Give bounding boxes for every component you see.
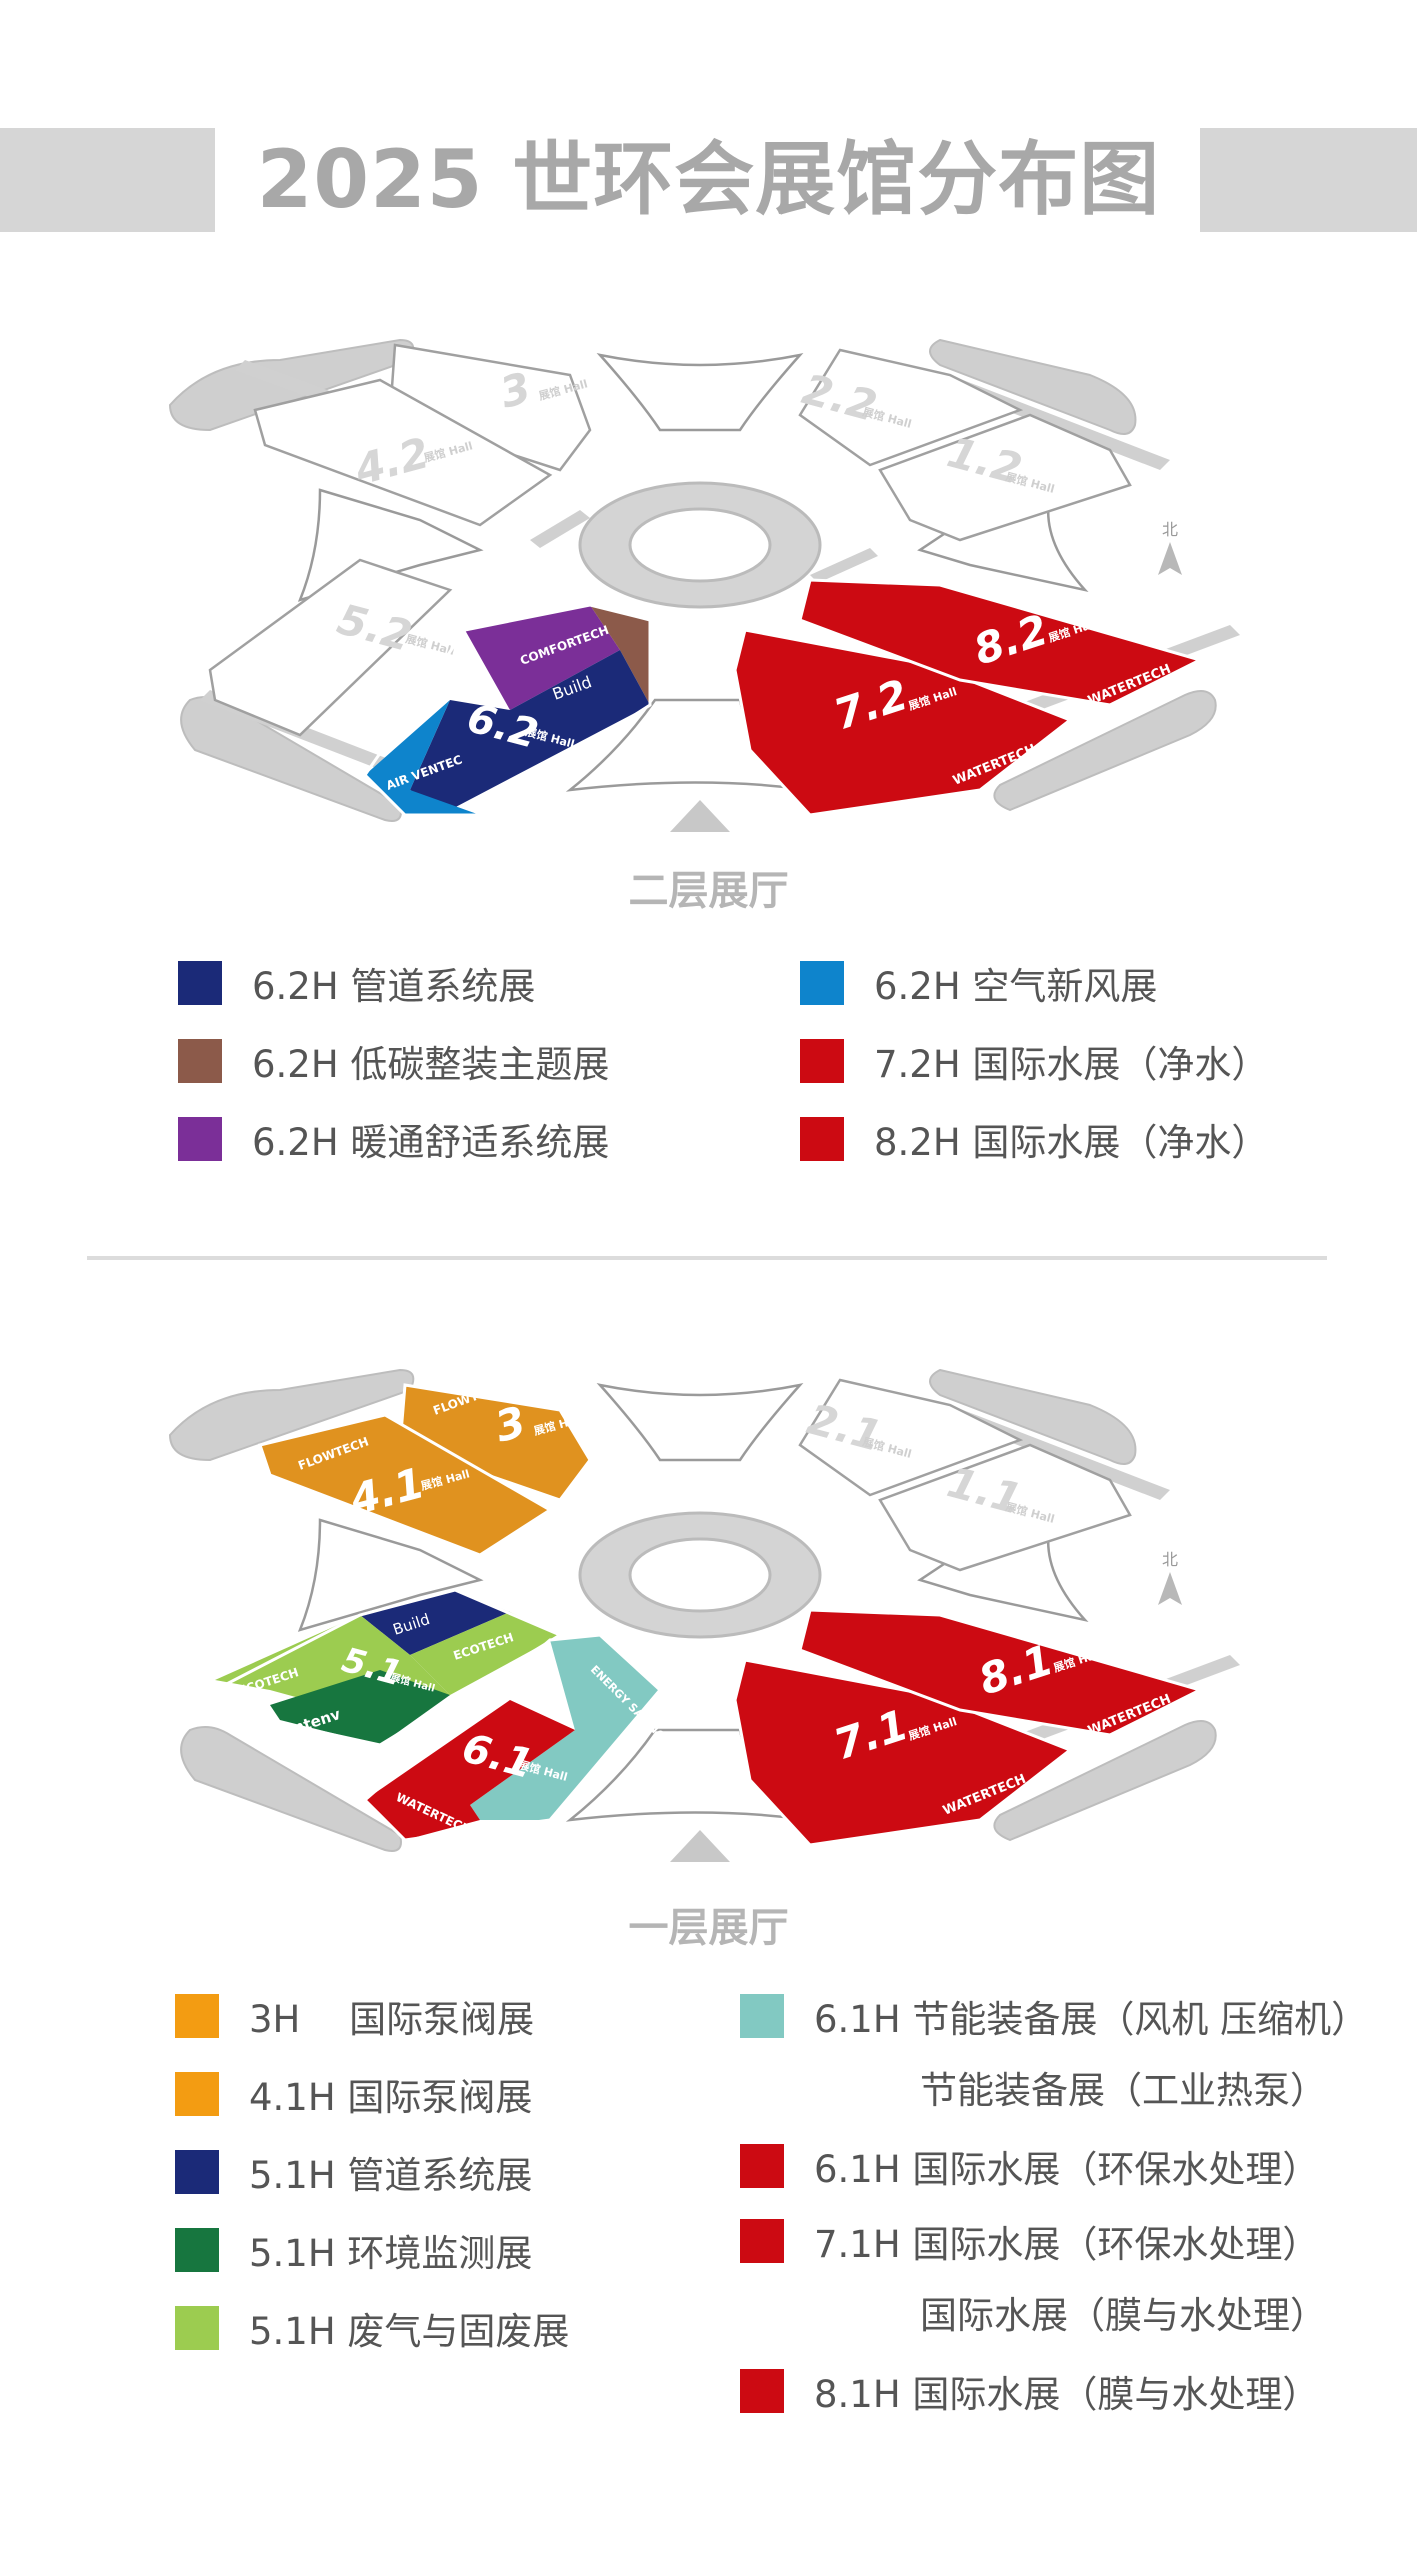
- hall-6-2-comfort-zone: [465, 605, 620, 710]
- floor1-right-legend-swatch: [740, 2219, 784, 2263]
- floor1-right-legend-item: 6.1H 节能装备展（风机 压缩机）: [740, 1993, 1368, 2041]
- floor1-left-legend-label: 4.1H 国际泵阀展: [249, 2076, 533, 2119]
- hall-5-2-outline: [208, 558, 453, 737]
- hall-5-1-env-zone: [270, 1670, 450, 1745]
- floor1-left-legend-label: 5.1H 废气与固废展: [249, 2310, 570, 2353]
- floor1-left-legend-swatch: [175, 2228, 219, 2272]
- hall-4-1-zone: [258, 1413, 553, 1557]
- entrance-arrow-icon: [670, 1830, 730, 1862]
- hall-8-2-zone: [798, 578, 1205, 707]
- north-arrow-icon: [1158, 542, 1182, 575]
- walkway-ne: [929, 338, 1137, 435]
- floor1-left-legend-item: 5.1H 废气与固废展: [175, 2305, 569, 2353]
- central-plaza-core: [628, 1537, 772, 1613]
- title-bar-left: [0, 128, 215, 232]
- hall-5-1-eco-zone-right: [410, 1612, 560, 1695]
- hall-6-2-lowcarbon-zone: [590, 605, 650, 705]
- hall-8-1-zone: [798, 1608, 1205, 1737]
- floor2-left-legend-label: 6.2H 暖通舒适系统展: [252, 1121, 610, 1164]
- floor1-right-legend-item: 8.1H 国际水展（膜与水处理）: [740, 2368, 1319, 2416]
- floor2-right-legend-swatch: [800, 1039, 844, 1083]
- floor1-left-legend-item: 5.1H 环境监测展: [175, 2227, 532, 2275]
- walkway-se: [993, 690, 1217, 812]
- hall-6-1-energy-zone: [470, 1635, 660, 1820]
- floor2-left-legend-item: 6.2H 暖通舒适系统展: [178, 1116, 609, 1164]
- floor2-left-legend-swatch: [178, 1039, 222, 1083]
- hall-6-1-outline: [362, 1633, 663, 1842]
- floor1-left-legend-swatch: [175, 1994, 219, 2038]
- floor2-map: 3 展馆 Hall 4.2 展馆 Hall 2.2 展馆 Hall 1.2 展馆…: [168, 338, 1240, 832]
- floor1-left-legend-item: 4.1H 国际泵阀展: [175, 2071, 532, 2119]
- floor1-right-legend-label: 6.1H 节能装备展（风机 压缩机）: [814, 1998, 1369, 2041]
- floor1-right-legend-swatch: [740, 2369, 784, 2413]
- floor1-map: 3 展馆 Hall FLOWTECH 4.1 展馆 Hall FLOWTECH …: [168, 1368, 1240, 1862]
- floor2-right-legend-label: 7.2H 国际水展（净水）: [874, 1043, 1269, 1086]
- floor1-right-legend-swatch: [740, 2144, 784, 2188]
- walkway-nw: [168, 1368, 415, 1462]
- floor1-left-legend-swatch: [175, 2072, 219, 2116]
- walkway-ne: [929, 1368, 1137, 1465]
- floor1-left-legend-item: 3H 国际泵阀展: [175, 1993, 534, 2041]
- page-title: 2025 世环会展馆分布图: [256, 133, 1161, 226]
- hall-2-1-outline: [798, 1378, 1024, 1497]
- section-divider: [87, 1256, 1327, 1260]
- north-label: 北: [1162, 520, 1178, 539]
- floor2-right-legend-item: 8.2H 国际水展（净水）: [800, 1116, 1268, 1164]
- floor2-left-legend-swatch: [178, 961, 222, 1005]
- floor1-right-legend-item: 6.1H 国际水展（环保水处理）: [740, 2143, 1319, 2191]
- hall-1-1-outline: [878, 1443, 1132, 1572]
- floor1-right-legend-label: 国际水展（膜与水处理）: [920, 2294, 1327, 2337]
- hall-6-2-pipe-zone: [410, 650, 650, 810]
- floor1-right-legend-swatch: [740, 1994, 784, 2038]
- floor2-right-legend-swatch: [800, 1117, 844, 1161]
- floor2-label: 二层展厅: [628, 868, 789, 914]
- north-label: 北: [1162, 1550, 1178, 1569]
- pavilion-north: [596, 353, 804, 432]
- floor1-right-legend-label: 节能装备展（工业热泵）: [920, 2069, 1327, 2112]
- title-bar-right: [1200, 128, 1417, 232]
- floor2-right-legend-label: 8.2H 国际水展（净水）: [874, 1121, 1269, 1164]
- hall-6-2-air-zone: [365, 700, 480, 815]
- floor1-right-legend-label: 6.1H 国际水展（环保水处理）: [814, 2148, 1320, 2191]
- floor1-left-legend-swatch: [175, 2306, 219, 2350]
- floor2-left-legend-label: 6.2H 管道系统展: [252, 965, 536, 1008]
- floor1-right-legend-label: 8.1H 国际水展（膜与水处理）: [814, 2373, 1320, 2416]
- floor1-right-legend-item: 7.1H 国际水展（环保水处理）: [740, 2218, 1319, 2266]
- walkway-sw: [180, 1725, 402, 1852]
- walkway-se: [993, 1720, 1217, 1842]
- floor1-left-legend-item: 5.1H 管道系统展: [175, 2149, 532, 2197]
- floor1-label: 一层展厅: [628, 1905, 789, 1951]
- floor1-left-legend-label: 3H 国际泵阀展: [249, 1998, 535, 2041]
- floor2-right-legend-label: 6.2H 空气新风展: [874, 965, 1158, 1008]
- floor1-left-legend-swatch: [175, 2150, 219, 2194]
- plaza-spoke-se: [810, 548, 878, 583]
- floor2-left-legend-item: 6.2H 低碳整装主题展: [178, 1038, 609, 1086]
- floor1-left-legend-label: 5.1H 环境监测展: [249, 2232, 533, 2275]
- floor2-left-legend-swatch: [178, 1117, 222, 1161]
- floor2-right-legend-item: 6.2H 空气新风展: [800, 960, 1157, 1008]
- central-plaza-core: [628, 507, 772, 583]
- hall-2-2-outline: [798, 348, 1024, 467]
- floor2-right-legend-item: 7.2H 国际水展（净水）: [800, 1038, 1268, 1086]
- pavilion-west: [297, 1518, 484, 1632]
- floor1-left-legend-label: 5.1H 管道系统展: [249, 2154, 533, 2197]
- hall-4-2-outline: [253, 378, 553, 527]
- entrance-arrow-icon: [670, 800, 730, 832]
- hall-1-2-outline: [878, 413, 1132, 542]
- floor1-right-legend-label: 7.1H 国际水展（环保水处理）: [814, 2223, 1320, 2266]
- floor2-left-legend-label: 6.2H 低碳整装主题展: [252, 1043, 610, 1086]
- north-arrow-icon: [1158, 1572, 1182, 1605]
- hall-6-1-water-zone: [365, 1700, 575, 1840]
- floor2-right-legend-swatch: [800, 961, 844, 1005]
- floor2-left-legend-item: 6.2H 管道系统展: [178, 960, 535, 1008]
- pavilion-north: [596, 1383, 804, 1462]
- plaza-spoke-nw: [530, 510, 590, 548]
- hall-6-2-outline: [363, 603, 652, 817]
- hall-5-1-outline: [213, 1588, 564, 1747]
